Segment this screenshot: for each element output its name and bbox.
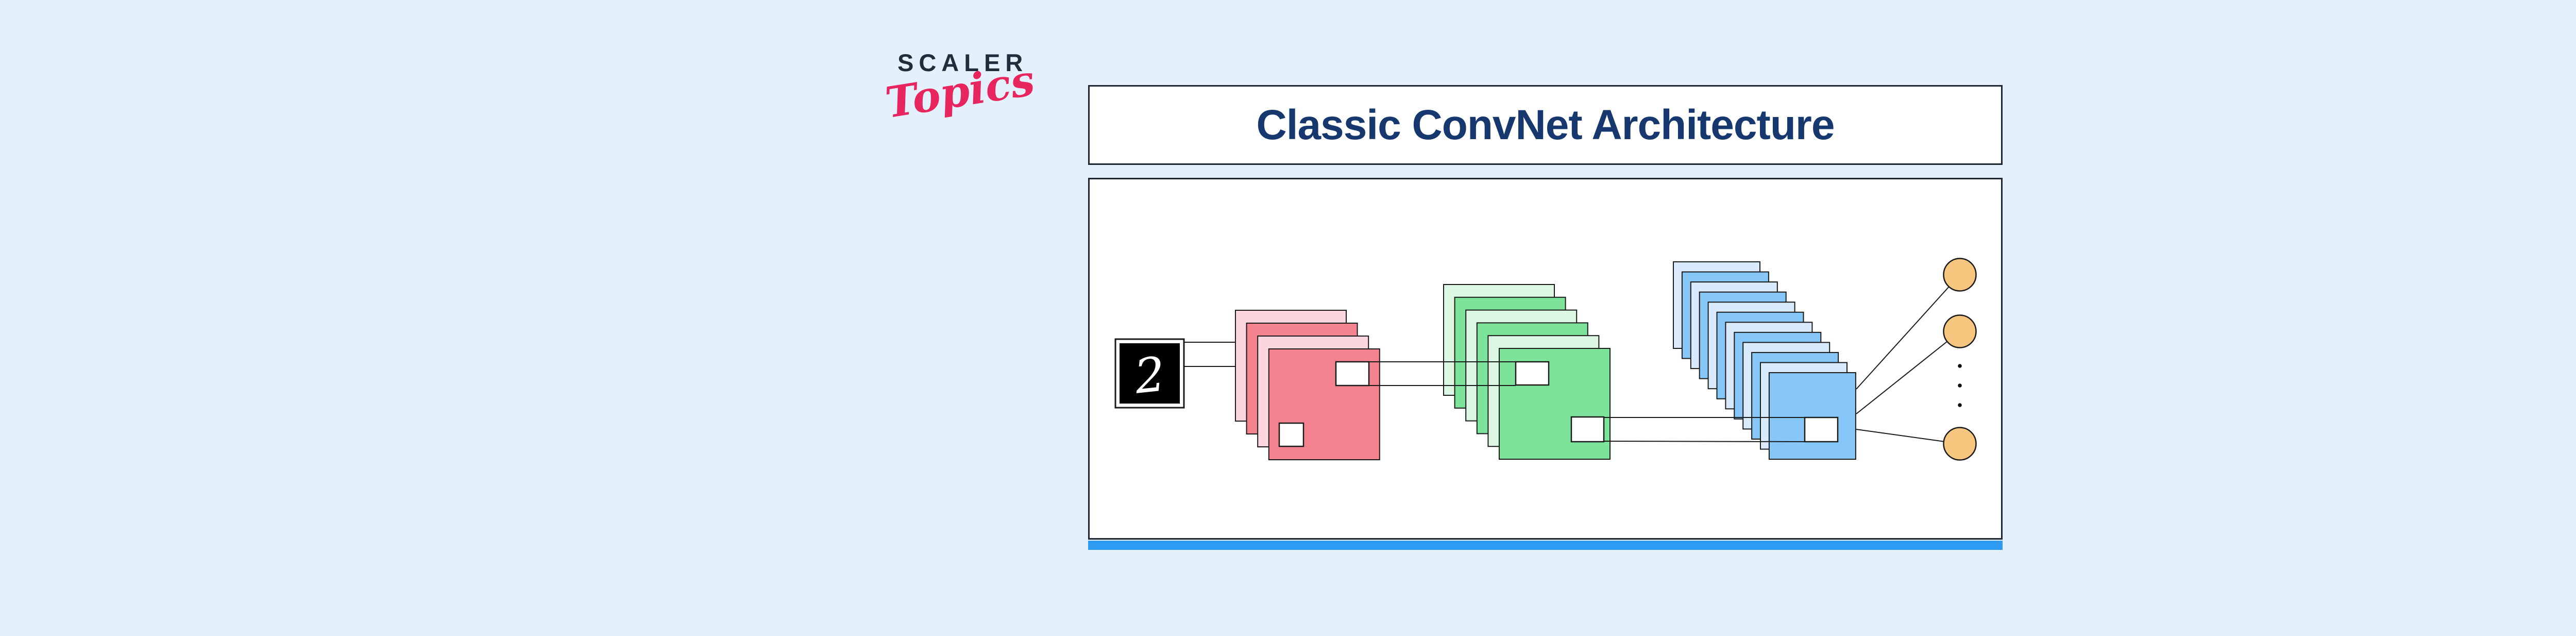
logo-brand-text: SCALER xyxy=(897,49,1028,76)
diagram-panel xyxy=(1088,178,2003,540)
footer-accent-bar xyxy=(1088,541,2003,550)
title-box: Classic ConvNet Architecture xyxy=(1088,85,2003,165)
page-title: Classic ConvNet Architecture xyxy=(1256,101,1835,148)
